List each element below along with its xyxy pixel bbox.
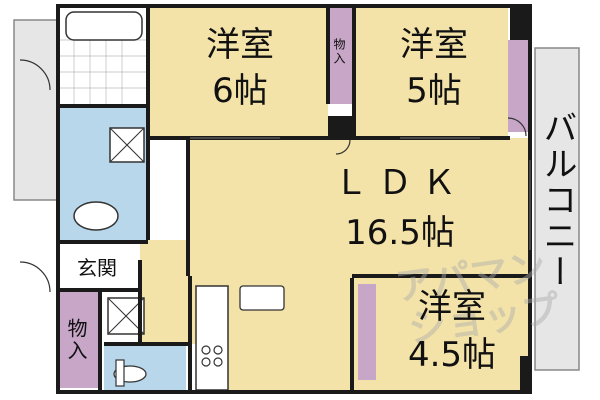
room-size-western-5: 5帖 bbox=[406, 71, 462, 111]
walls bbox=[56, 4, 532, 394]
kitchen-sink bbox=[239, 285, 285, 311]
service-balcony bbox=[13, 19, 59, 201]
western-room-45-floor bbox=[352, 278, 528, 390]
room-label-ldk: ＬＤＫ bbox=[334, 163, 466, 203]
balcony-label: バルコニー bbox=[537, 110, 577, 290]
room-label-western-45: 洋室 bbox=[418, 287, 486, 327]
kitchen-counter bbox=[195, 285, 229, 391]
closet-right-strip bbox=[508, 40, 528, 132]
room-label-western-5: 洋室 bbox=[400, 25, 468, 65]
wash-basin bbox=[73, 201, 119, 231]
closet-45-strip bbox=[358, 284, 376, 380]
closet-label-top: 物入 bbox=[332, 38, 346, 66]
stove-burners bbox=[201, 345, 223, 367]
wall-pillars bbox=[328, 6, 532, 392]
bathtub bbox=[65, 11, 143, 41]
closet-label-entry: 物入 bbox=[64, 318, 88, 362]
entrance-label: 玄関 bbox=[77, 256, 117, 280]
door-swings bbox=[19, 59, 527, 293]
closet-entry-floor bbox=[58, 292, 100, 388]
room-size-western-6: 6帖 bbox=[212, 71, 268, 111]
windows bbox=[190, 137, 531, 250]
closet-top-floor bbox=[328, 8, 354, 104]
entrance-floor bbox=[58, 246, 140, 288]
ldk-floor bbox=[188, 138, 528, 278]
room-size-ldk: 16.5帖 bbox=[345, 213, 455, 253]
western-room-5-floor bbox=[354, 8, 508, 138]
balcony-area bbox=[534, 47, 580, 371]
room-label-western-6: 洋室 bbox=[206, 25, 274, 65]
western-room-6-floor bbox=[148, 8, 328, 138]
room-size-western-45: 4.5帖 bbox=[407, 335, 497, 375]
